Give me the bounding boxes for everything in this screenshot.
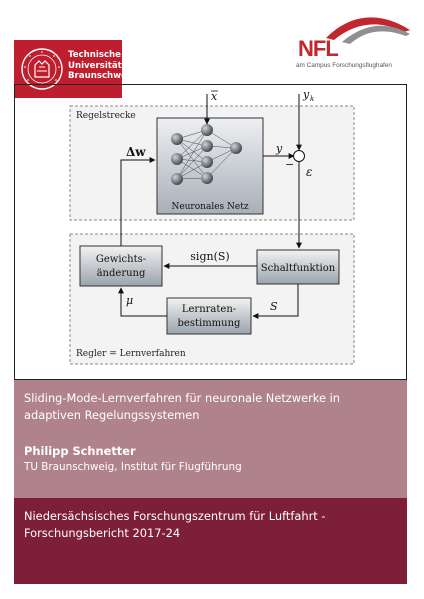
error-label: ε xyxy=(306,165,312,179)
mu-label: μ xyxy=(126,294,133,307)
mu-arrow xyxy=(118,287,167,317)
tu-logo-line: Technische xyxy=(68,50,121,60)
s-label: S xyxy=(270,300,278,313)
learning-rate-label: bestimmung xyxy=(178,318,242,329)
series-title: Niedersächsisches Forschungszentrum für … xyxy=(24,509,326,540)
delta-w-label: Δw xyxy=(126,145,146,159)
tu-logo-line: Universität xyxy=(68,60,122,71)
input-yk-subscript: k xyxy=(310,95,314,103)
tu-braunschweig-logo: Technische Universität Braunschweig xyxy=(14,40,136,98)
author-name: Philipp Schnetter xyxy=(24,444,136,458)
university-seal-icon xyxy=(21,48,63,90)
nfl-wordmark: NFL xyxy=(298,36,339,61)
weight-update-label: änderung xyxy=(97,268,146,279)
minus-sign: − xyxy=(285,158,294,171)
summation-node xyxy=(293,150,305,162)
tu-logo-text: Technische Universität Braunschweig xyxy=(68,50,136,82)
learning-rate-label: Lernraten- xyxy=(182,304,236,315)
nfl-swoosh-icon xyxy=(326,17,410,44)
author-affiliation: TU Braunschweig, Institut für Flugführun… xyxy=(24,461,242,473)
weight-update-label: Gewichts- xyxy=(96,254,146,265)
controller-label: Regler = Lernverfahren xyxy=(76,349,186,359)
neural-nodes xyxy=(171,124,242,185)
series-band: Niedersächsisches Forschungszentrum für … xyxy=(14,498,407,584)
weight-update-box xyxy=(79,245,163,287)
title-band: Sliding-Mode-Lernverfahren für neuronale… xyxy=(14,380,407,498)
plant-label: Regelstrecke xyxy=(76,111,136,121)
switching-function-label: Schaltfunktion xyxy=(261,263,336,274)
delta-w-arrow xyxy=(120,157,156,246)
book-title: Sliding-Mode-Lernverfahren für neuronale… xyxy=(24,391,340,422)
diagram-frame xyxy=(14,84,407,380)
control-loop-diagram: Regelstrecke Regler = Lernverfahren Neur… xyxy=(69,88,355,365)
signal-y-label: y xyxy=(275,142,283,155)
input-x-label: x xyxy=(211,90,218,103)
s-arrow xyxy=(252,284,299,319)
tu-logo-line: Braunschweig xyxy=(68,71,137,81)
input-yk-label: y xyxy=(302,88,310,101)
nfl-logo: NFL am Campus Forschungsflughafen xyxy=(282,14,412,74)
sign-label: sign(S) xyxy=(190,250,229,263)
learning-rate-box xyxy=(166,297,252,335)
nfl-subtitle: am Campus Forschungsflughafen xyxy=(296,62,392,69)
net-label: Neuronales Netz xyxy=(171,202,248,212)
